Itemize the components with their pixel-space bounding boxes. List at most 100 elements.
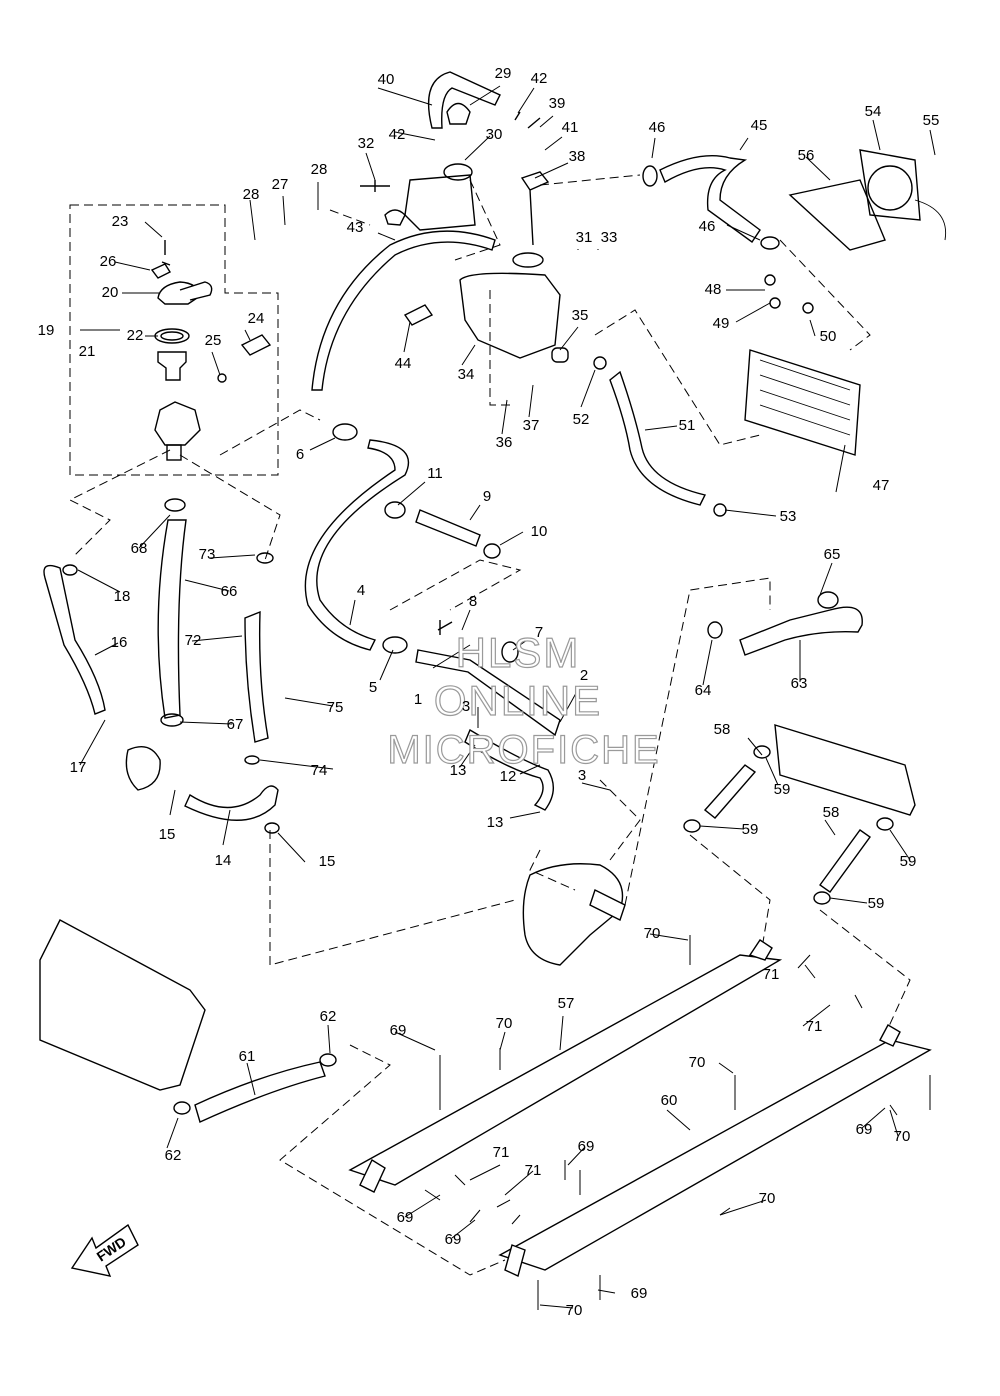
fastener-stems [424,935,931,1310]
callout-69: 69 [397,1209,414,1226]
clamp-62-a [173,1101,191,1115]
thermostat-group-frame [69,204,279,476]
callout-17: 17 [70,759,87,776]
callout-42: 42 [389,126,406,143]
clamp-67 [160,713,184,727]
callout-60: 60 [661,1092,678,1109]
overflow-hose-43 [311,230,496,391]
oring-7 [501,641,519,663]
ref-line-pipe-63 [624,577,771,906]
watermark-line-2: ONLINE [434,677,602,724]
tank-bolt-boss [384,209,406,226]
reservoir-cap [512,252,544,268]
water-pump-group [522,863,626,966]
ref-line-pump [529,779,641,891]
callout-70: 70 [894,1128,911,1145]
callout-59: 59 [742,821,759,838]
callout-69: 69 [856,1121,873,1138]
hose-58-a [703,764,757,819]
hose-45 [659,155,761,243]
front-radiator-frame [39,919,206,1091]
pipe-assembly [774,724,916,816]
hose-14 [184,785,279,821]
tank-filler-neck [443,163,473,181]
callout-39: 39 [549,95,566,112]
fwd-arrow-shape [70,1223,139,1277]
callout-44: 44 [395,355,412,372]
callout-71: 71 [525,1162,542,1179]
callout-53: 53 [780,508,797,525]
fan-motor-54 [859,149,921,221]
callout-71: 71 [493,1144,510,1161]
callout-56: 56 [798,147,815,164]
callout-7: 7 [535,624,543,641]
clamp-46-a [642,165,658,187]
watermark-line-1: HLSM [456,629,581,676]
pump-outlet [589,889,626,921]
hose-group-center [304,423,561,811]
callout-33: 33 [601,229,618,246]
callout-26: 26 [100,253,117,270]
callout-3: 3 [578,767,586,784]
hose-group-left [43,498,280,834]
hose-40 [427,71,501,129]
ref-line-tank [329,179,501,261]
callout-3: 3 [462,698,470,715]
callout-21: 21 [79,343,96,360]
ref-line-hose-14 [269,830,516,966]
callout-18: 18 [114,588,131,605]
callout-46: 46 [649,119,666,136]
callout-35: 35 [572,307,589,324]
callout-15: 15 [319,853,336,870]
callout-28: 28 [243,186,260,203]
hose-end-65 [817,591,839,609]
callout-leaders [77,85,936,1309]
callout-73: 73 [199,546,216,563]
valve-38 [520,171,550,246]
callout-42: 42 [531,70,548,87]
callout-74: 74 [311,762,328,779]
callout-50: 50 [820,328,837,345]
callout-52: 52 [573,411,590,428]
callout-66: 66 [221,583,238,600]
callout-9: 9 [483,488,491,505]
callout-40: 40 [378,71,395,88]
sensor-washer [217,373,227,383]
pipe-60-front [504,1244,526,1277]
callout-69: 69 [631,1285,648,1302]
watermark-line-3: MICROFICHE [387,728,660,772]
clamp-53 [713,503,727,517]
thermostat-housing [154,401,201,446]
callout-75: 75 [327,699,344,716]
callout-54: 54 [865,103,882,120]
callout-72: 72 [185,632,202,649]
hose-72 [244,610,269,743]
clamp-59-b [683,819,701,833]
callout-1: 1 [414,691,422,708]
fwd-label: FWD [94,1233,129,1264]
callout-25: 25 [205,332,222,349]
callout-20: 20 [102,284,119,301]
hose-51 [609,370,707,506]
callout-27: 27 [272,176,289,193]
thermostat [157,351,187,381]
fwd-arrow: FWD [70,1223,139,1277]
clamp-59-c [876,817,894,831]
callout-55: 55 [923,112,940,129]
clamp-46-b [760,236,780,250]
callout-59: 59 [868,895,885,912]
callout-63: 63 [791,675,808,692]
water-pump-cover [125,746,161,791]
hose-4 [304,439,410,651]
hose-63 [739,606,863,656]
callout-41: 41 [562,119,579,136]
cooling-pipe-60 [498,1039,932,1271]
clamp-64 [707,621,723,639]
ref-line-58a [689,834,771,961]
callout-10: 10 [531,523,548,540]
callout-51: 51 [679,417,696,434]
reference-lines [68,174,911,1276]
hose-58-b [819,829,871,893]
callout-37: 37 [523,417,540,434]
hose-61 [194,1061,326,1123]
